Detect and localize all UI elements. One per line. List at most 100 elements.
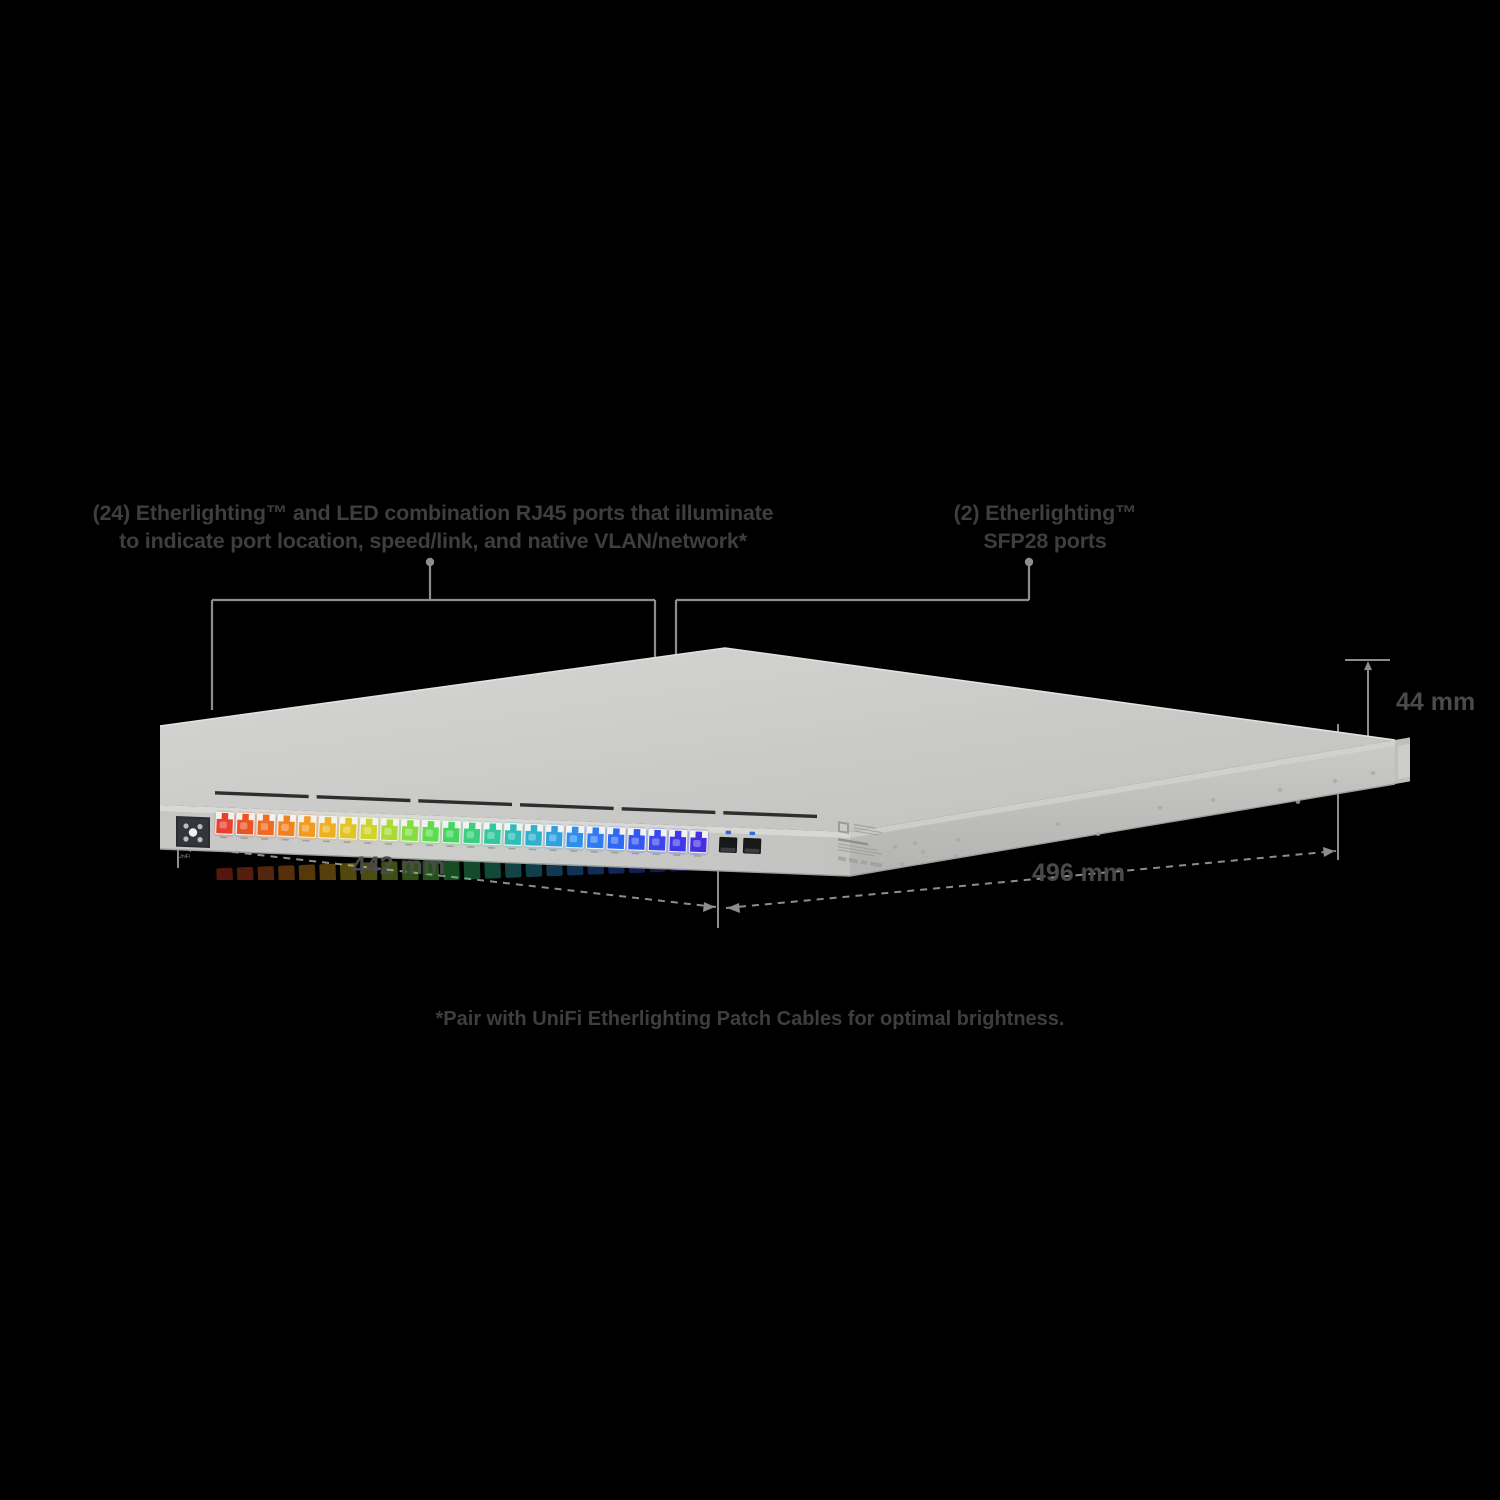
- port-number-label: [240, 837, 248, 840]
- reflected-port: [422, 859, 440, 880]
- rj45-port[interactable]: [687, 828, 710, 857]
- rj45-port[interactable]: [358, 816, 380, 844]
- port-specular: [610, 836, 619, 844]
- rj45-port[interactable]: [399, 817, 421, 846]
- rj45-port[interactable]: [255, 812, 277, 840]
- chassis-screw: [1055, 822, 1061, 826]
- rj45-port[interactable]: [440, 819, 462, 848]
- port-specular: [466, 831, 475, 839]
- port-number-label: [652, 853, 660, 856]
- footnote-text: *Pair with UniFi Etherlighting Patch Cab…: [435, 1008, 1065, 1030]
- reflected-port: [216, 867, 234, 880]
- touchscreen-display[interactable]: [176, 816, 210, 848]
- chassis-screw: [955, 838, 961, 842]
- side-chamfer: [850, 740, 1395, 838]
- port-specular: [322, 825, 330, 833]
- chassis-screw: [1332, 779, 1338, 783]
- port-specular: [507, 832, 516, 840]
- port-number-label: [261, 838, 269, 840]
- port-number-label: [323, 840, 331, 843]
- sfp-status-led: [725, 830, 732, 835]
- port-led: [607, 828, 625, 850]
- rj45-port[interactable]: [626, 826, 648, 855]
- port-specular: [404, 828, 413, 836]
- port-led: [236, 813, 254, 835]
- port-specular: [342, 826, 351, 834]
- rj45-port[interactable]: [667, 828, 689, 856]
- port-number-label: [302, 839, 310, 842]
- rj45-port[interactable]: [317, 814, 339, 843]
- chassis-screw: [920, 850, 926, 854]
- port-led: [587, 827, 604, 849]
- port-number-label: [693, 855, 701, 857]
- switch-device: UniFi: [150, 620, 1410, 880]
- port-number-label: [508, 847, 516, 850]
- sfp-callout-line-1: (2) Etherlighting™: [953, 501, 1137, 525]
- chassis-screw: [912, 841, 918, 845]
- port-specular: [487, 831, 495, 840]
- rj45-port[interactable]: [275, 812, 298, 841]
- port-led: [504, 824, 522, 846]
- port-specular: [363, 827, 372, 835]
- reflected-port: [381, 861, 398, 880]
- rj45-port[interactable]: [378, 816, 401, 845]
- rj45-port[interactable]: [337, 815, 359, 844]
- depth-dimension-label: 496 mm: [1032, 859, 1126, 887]
- rj45-port[interactable]: [296, 813, 318, 842]
- rack-ear-right: [1395, 737, 1410, 784]
- rj45-callout-line-1: (24) Etherlighting™ and LED combination …: [92, 501, 774, 525]
- rj45-port[interactable]: [481, 820, 504, 849]
- port-specular: [693, 840, 701, 848]
- port-number-label: [343, 841, 351, 844]
- port-led: [339, 817, 357, 839]
- port-led: [566, 826, 584, 848]
- chassis-screw: [899, 862, 905, 866]
- rj45-port[interactable]: [564, 824, 586, 852]
- port-led: [381, 819, 398, 841]
- vent-slot: [723, 811, 817, 819]
- rj45-port[interactable]: [461, 820, 483, 848]
- port-led: [298, 816, 316, 837]
- reflected-port: [442, 858, 460, 880]
- vent-slot: [418, 799, 512, 807]
- port-number-label: [632, 852, 640, 855]
- rj45-port[interactable]: [234, 811, 256, 840]
- port-specular: [260, 823, 269, 831]
- port-number-label: [529, 848, 537, 851]
- port-led: [257, 814, 275, 836]
- rj45-port[interactable]: [584, 824, 607, 853]
- rj45-port[interactable]: [646, 827, 668, 856]
- display-icon-4: [197, 837, 203, 843]
- chassis-screw: [1295, 800, 1301, 804]
- chassis-screw: [1277, 788, 1283, 792]
- width-arrow-right: [703, 902, 715, 912]
- product-label: [838, 821, 882, 868]
- sfp28-ports-callout: (2) Etherlighting™ SFP28 ports: [905, 500, 1185, 555]
- sfp28-port-row: [718, 830, 762, 854]
- rj45-callout-line-2: to indicate port location, speed/link, a…: [119, 528, 747, 553]
- vent-slot: [215, 791, 309, 799]
- sfp28-port[interactable]: [718, 830, 738, 854]
- port-specular: [239, 822, 248, 830]
- rj45-port[interactable]: [523, 822, 545, 851]
- display-icon-3: [183, 836, 189, 842]
- rj45-port[interactable]: [420, 818, 442, 847]
- port-number-label: [467, 846, 475, 848]
- port-specular: [445, 830, 454, 838]
- rj45-port[interactable]: [214, 810, 236, 839]
- port-number-label: [384, 842, 392, 845]
- display-icon-2: [197, 824, 203, 830]
- port-specular: [301, 824, 310, 832]
- port-led: [278, 815, 295, 837]
- reflected-port: [401, 860, 419, 880]
- chassis-screw: [1095, 832, 1101, 836]
- rj45-port[interactable]: [605, 825, 627, 854]
- vent-slot: [520, 803, 614, 811]
- port-number-label: [364, 842, 372, 844]
- rj45-port[interactable]: [502, 821, 524, 850]
- port-specular: [384, 827, 392, 835]
- rj45-port[interactable]: [543, 823, 565, 852]
- sfp28-port[interactable]: [742, 831, 762, 854]
- port-led: [401, 820, 419, 842]
